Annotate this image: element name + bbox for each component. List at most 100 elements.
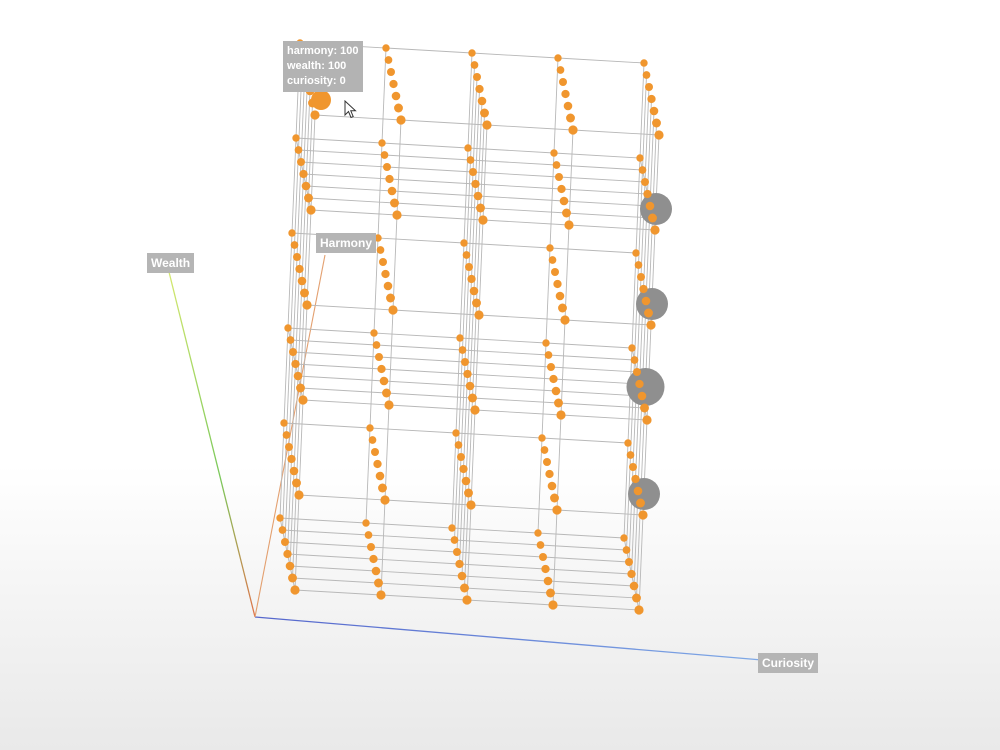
lattice-node[interactable] (300, 288, 309, 298)
lattice-node[interactable] (476, 203, 485, 213)
lattice-node[interactable] (549, 374, 558, 384)
lattice-node[interactable] (550, 493, 559, 503)
lattice-node[interactable] (287, 454, 296, 464)
lattice-node[interactable] (302, 300, 312, 310)
lattice-node[interactable] (643, 189, 652, 199)
lattice-node[interactable] (373, 459, 382, 469)
lattice-node[interactable] (394, 103, 403, 113)
lattice-node[interactable] (290, 241, 299, 249)
lattice-node[interactable] (283, 549, 292, 559)
lattice-node[interactable] (642, 71, 651, 79)
lattice-node[interactable] (652, 118, 661, 128)
lattice-node[interactable] (466, 500, 476, 510)
lattice-node[interactable] (296, 383, 305, 393)
lattice-node[interactable] (285, 443, 293, 451)
lattice-node[interactable] (468, 393, 477, 403)
lattice-node[interactable] (378, 483, 387, 493)
highlighted-node[interactable] (640, 193, 672, 225)
lattice-node[interactable] (482, 120, 492, 130)
lattice-node[interactable] (390, 198, 399, 208)
lattice-node[interactable] (379, 258, 387, 266)
lattice-node[interactable] (636, 154, 644, 162)
lattice-node[interactable] (465, 263, 473, 271)
lattice-node[interactable] (559, 78, 567, 86)
lattice-node[interactable] (645, 83, 653, 91)
lattice-node[interactable] (387, 68, 395, 76)
hovered-node[interactable] (311, 90, 331, 110)
lattice-node[interactable] (290, 585, 300, 595)
lattice-node[interactable] (629, 581, 639, 591)
lattice-node[interactable] (633, 368, 641, 376)
lattice-node[interactable] (294, 146, 303, 154)
lattice-node[interactable] (301, 181, 311, 191)
lattice-node[interactable] (289, 348, 297, 356)
lattice-node[interactable] (278, 526, 287, 534)
lattice-node[interactable] (551, 386, 561, 396)
lattice-node[interactable] (292, 134, 300, 142)
lattice-node[interactable] (448, 524, 456, 532)
lattice-node[interactable] (460, 583, 469, 593)
lattice-node[interactable] (372, 341, 381, 349)
lattice-node[interactable] (286, 336, 295, 344)
lattice-node[interactable] (368, 436, 377, 444)
lattice-node[interactable] (647, 94, 656, 104)
lattice-node[interactable] (452, 429, 460, 437)
lattice-node[interactable] (462, 251, 471, 259)
lattice-node[interactable] (632, 249, 640, 257)
lattice-node[interactable] (384, 400, 394, 410)
lattice-node[interactable] (542, 339, 550, 347)
lattice-node[interactable] (478, 215, 488, 225)
lattice-node[interactable] (382, 44, 390, 52)
lattice-node[interactable] (386, 293, 395, 303)
lattice-node[interactable] (622, 546, 631, 554)
lattice-node[interactable] (640, 403, 649, 413)
lattice-node[interactable] (450, 536, 459, 544)
lattice-node[interactable] (554, 54, 562, 62)
lattice-node[interactable] (624, 439, 632, 447)
lattice-node[interactable] (620, 534, 628, 542)
lattice-node[interactable] (369, 554, 378, 564)
lattice-node[interactable] (280, 419, 288, 427)
lattice-node[interactable] (470, 405, 480, 415)
lattice-node[interactable] (552, 505, 562, 515)
lattice-node[interactable] (375, 471, 385, 481)
lattice-node[interactable] (472, 298, 481, 308)
lattice-node[interactable] (474, 310, 484, 320)
lattice-node[interactable] (454, 441, 463, 449)
lattice-node[interactable] (382, 388, 391, 398)
lattice-node[interactable] (564, 220, 574, 230)
lattice-node[interactable] (559, 196, 569, 206)
lattice-node[interactable] (562, 208, 571, 218)
lattice-node[interactable] (461, 358, 469, 366)
lattice-node[interactable] (558, 303, 567, 313)
lattice-node[interactable] (546, 244, 554, 252)
lattice-node[interactable] (366, 424, 374, 432)
lattice-node[interactable] (367, 543, 375, 551)
lattice-node[interactable] (627, 569, 636, 579)
lattice-node[interactable] (475, 84, 484, 94)
lattice-node[interactable] (555, 173, 563, 181)
lattice-node[interactable] (460, 239, 468, 247)
lattice-node[interactable] (379, 376, 389, 386)
lattice-node[interactable] (543, 458, 551, 466)
lattice-node[interactable] (284, 324, 292, 332)
lattice-node[interactable] (292, 478, 301, 488)
lattice-node[interactable] (554, 398, 563, 408)
lattice-node[interactable] (539, 553, 547, 561)
lattice-node[interactable] (547, 481, 557, 491)
lattice-node[interactable] (641, 296, 651, 306)
lattice-node[interactable] (650, 225, 660, 235)
lattice-node[interactable] (298, 395, 308, 405)
lattice-node[interactable] (370, 329, 378, 337)
lattice-node[interactable] (546, 588, 555, 598)
lattice-node[interactable] (550, 149, 558, 157)
lattice-node[interactable] (371, 566, 381, 576)
lattice-node[interactable] (473, 191, 483, 201)
lattice-node[interactable] (566, 113, 575, 123)
lattice-node[interactable] (457, 453, 465, 461)
lattice-node[interactable] (299, 169, 308, 179)
lattice-node[interactable] (470, 61, 479, 69)
lattice-node[interactable] (638, 166, 647, 174)
lattice-node[interactable] (545, 469, 554, 479)
